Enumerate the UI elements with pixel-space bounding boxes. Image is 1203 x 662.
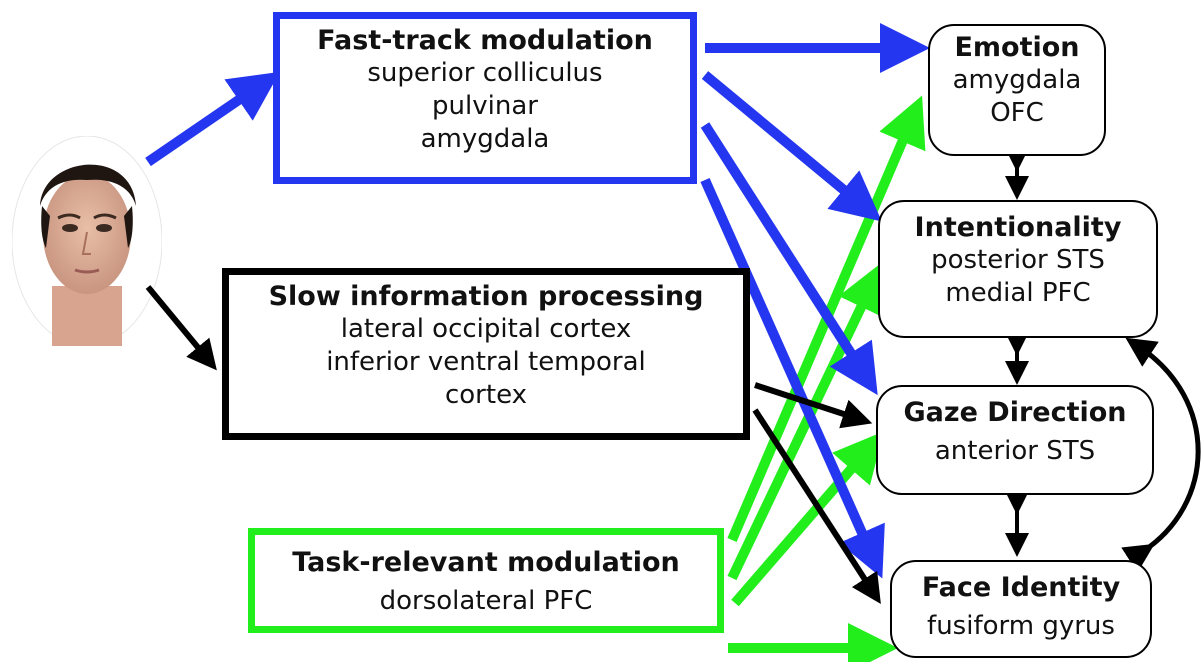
gaze-direction-title: Gaze Direction	[903, 397, 1127, 428]
face-identity-box: Face Identity fusiform gyrus	[890, 560, 1152, 658]
task-relevant-line-1: dorsolateral PFC	[379, 586, 593, 616]
arrow-task-to-emotion	[727, 95, 926, 542]
arrow-fast-to-gaze	[700, 122, 878, 396]
fast-track-line-3: amygdala	[420, 124, 550, 154]
fast-track-title: Fast-track modulation	[317, 25, 653, 56]
arrow-slow-to-identity	[752, 408, 881, 605]
fast-track-line-1: superior colliculus	[367, 58, 603, 88]
arrow-task-to-intentionality	[727, 261, 884, 581]
gaze-direction-line-1: anterior STS	[934, 436, 1096, 466]
slow-processing-line-2: inferior ventral temporal	[326, 347, 646, 377]
emotion-line-2: OFC	[990, 98, 1044, 128]
arrow-fast-to-identity	[700, 177, 885, 579]
arrow-face-to-fast	[145, 71, 280, 167]
arrow-task-to-gaze	[731, 431, 884, 607]
fast-track-box: Fast-track modulation superior colliculu…	[273, 12, 697, 184]
slow-processing-box: Slow information processing lateral occi…	[222, 268, 750, 440]
task-relevant-title: Task-relevant modulation	[292, 547, 680, 578]
slow-processing-line-3: cortex	[444, 380, 527, 410]
intentionality-box: Intentionality posterior STS medial PFC	[878, 200, 1158, 338]
arrow-fast-to-intentionality	[701, 71, 882, 222]
slow-processing-title: Slow information processing	[268, 281, 704, 312]
face-identity-line-1: fusiform gyrus	[927, 611, 1115, 641]
face-identity-title: Face Identity	[921, 572, 1121, 603]
gaze-direction-box: Gaze Direction anterior STS	[876, 385, 1154, 495]
face-photo-icon	[11, 135, 163, 347]
emotion-box: Emotion amygdala OFC	[928, 24, 1106, 156]
emotion-line-1: amygdala	[952, 65, 1082, 95]
intentionality-title: Intentionality	[914, 212, 1122, 243]
intentionality-line-1: posterior STS	[931, 245, 1105, 275]
intentionality-line-2: medial PFC	[945, 278, 1091, 308]
slow-processing-line-1: lateral occipital cortex	[340, 314, 632, 344]
task-relevant-box: Task-relevant modulation dorsolateral PF…	[248, 528, 724, 633]
fast-track-line-2: pulvinar	[432, 91, 538, 121]
arrow-identity-intentionality-curve	[1121, 337, 1201, 573]
face-photo	[11, 135, 163, 347]
emotion-title: Emotion	[954, 32, 1080, 63]
arrow-slow-to-gaze	[754, 382, 873, 429]
arrow-face-to-slow	[145, 285, 217, 371]
